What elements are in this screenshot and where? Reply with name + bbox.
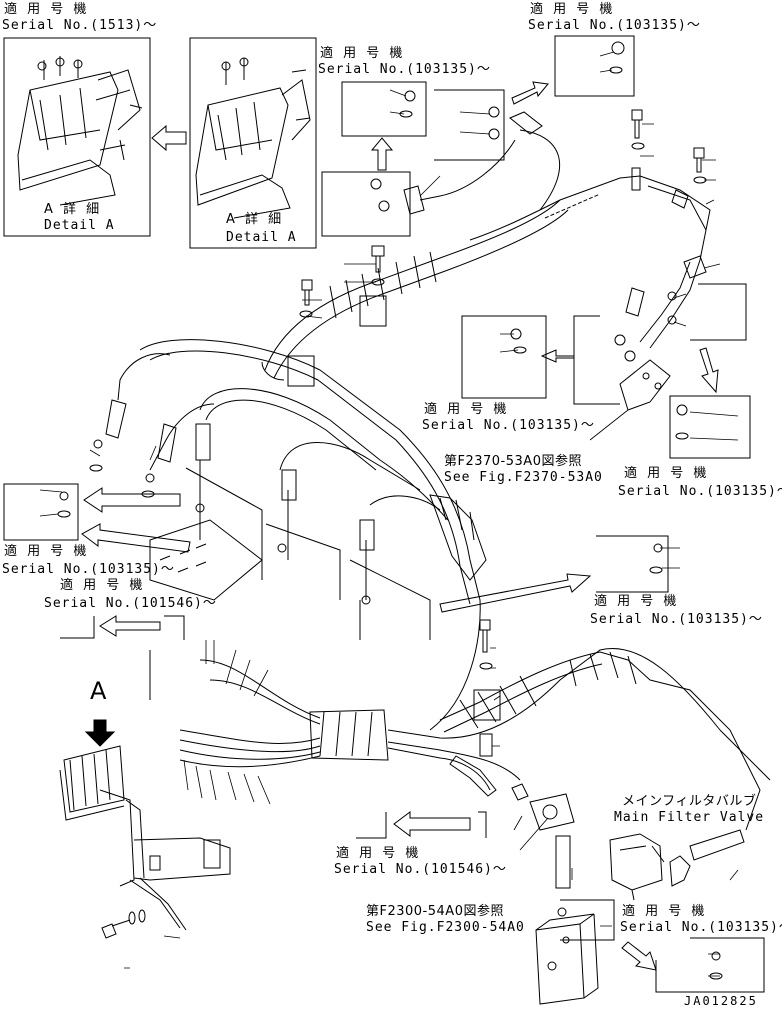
serial-label-6: Serial No.(103135)～ — [2, 562, 175, 577]
serial-label-10: Serial No.(103135)～ — [620, 920, 782, 935]
serial-label-7: Serial No.(101546)～ — [44, 596, 217, 611]
valve-block-drawing-left — [18, 56, 142, 205]
detail-a-box-right — [190, 38, 316, 248]
main-filter-en: Main Filter Valve — [614, 810, 765, 825]
applicable-jp-8: 適 用 号 機 — [594, 594, 680, 609]
ref-f2300-jp: 第F2300-54A0図参照 — [366, 904, 504, 919]
detail-a-jp-left: A 詳 細 — [44, 202, 103, 217]
hollow-arrow-left-1 — [152, 126, 186, 150]
serial-label-1: Serial No.(1513)～ — [2, 18, 158, 33]
applicable-jp-3: 適 用 号 機 — [320, 46, 406, 61]
detail-a-en-right: Detail A — [226, 230, 297, 245]
view-a-letter: A — [90, 677, 108, 705]
hollow-arrows — [82, 82, 718, 970]
hose-routing — [60, 130, 770, 930]
applicable-jp-9: 適 用 号 機 — [336, 846, 422, 861]
detail-a-jp-right: A 詳 細 — [226, 212, 285, 227]
applicable-jp-2: 適 用 号 機 — [530, 2, 616, 17]
serial-label-8: Serial No.(103135)～ — [590, 612, 763, 627]
serial-label-5: Serial No.(103135)～ — [618, 484, 782, 499]
serial-label-9: Serial No.(101546)～ — [334, 862, 507, 877]
applicable-jp-5: 適 用 号 機 — [624, 466, 710, 481]
drawing-number: JA012825 — [684, 994, 758, 1008]
applicable-jp-6: 適 用 号 機 — [4, 544, 90, 559]
serial-label-4: Serial No.(103135)～ — [422, 418, 595, 433]
control-valve-stack — [60, 746, 124, 820]
serial-label-2: Serial No.(103135)～ — [528, 18, 701, 33]
applicable-jp-10: 適 用 号 機 — [622, 904, 708, 919]
applicable-jp-4: 適 用 号 機 — [424, 402, 510, 417]
applicable-jp-1: 適 用 号 機 — [4, 2, 90, 17]
sub-boxes — [4, 36, 764, 992]
leader-lines — [40, 52, 738, 976]
main-filter-valve-shape — [610, 834, 664, 900]
view-a-arrow — [86, 720, 114, 746]
detail-a-box-left — [4, 38, 150, 236]
ref-f2370-jp: 第F2370-53A0図参照 — [444, 454, 582, 469]
valve-block-drawing-right — [196, 58, 310, 218]
ref-f2300-en: See Fig.F2300-54A0 — [366, 920, 525, 935]
applicable-jp-7: 適 用 号 機 — [60, 578, 146, 593]
main-filter-jp: メインフィルタバルブ — [622, 794, 757, 809]
serial-label-3: Serial No.(103135)～ — [318, 62, 491, 77]
fittings — [58, 42, 744, 1004]
ref-f2370-en: See Fig.F2370-53A0 — [444, 470, 603, 485]
detail-a-en-left: Detail A — [44, 218, 115, 233]
